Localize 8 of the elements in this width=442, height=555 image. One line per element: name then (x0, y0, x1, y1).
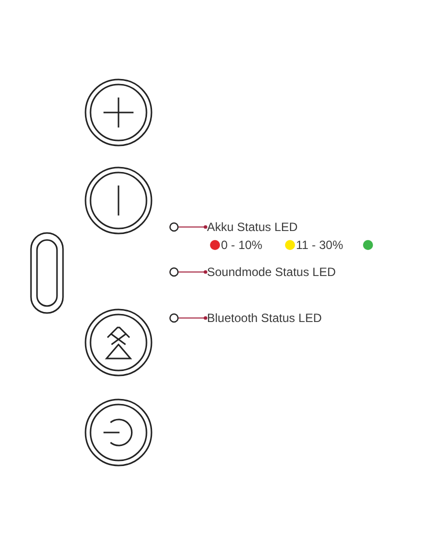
callout-label: Bluetooth Status LED (207, 311, 322, 325)
led-indicator (169, 313, 179, 323)
led-indicator (169, 222, 179, 232)
led-indicator (169, 267, 179, 277)
legend-label: 11 - 30% (296, 238, 344, 252)
callout-label: Soundmode Status LED (207, 265, 336, 279)
legend-label: 0 - 10% (221, 238, 262, 252)
callout-label: Akku Status LED (207, 220, 298, 234)
